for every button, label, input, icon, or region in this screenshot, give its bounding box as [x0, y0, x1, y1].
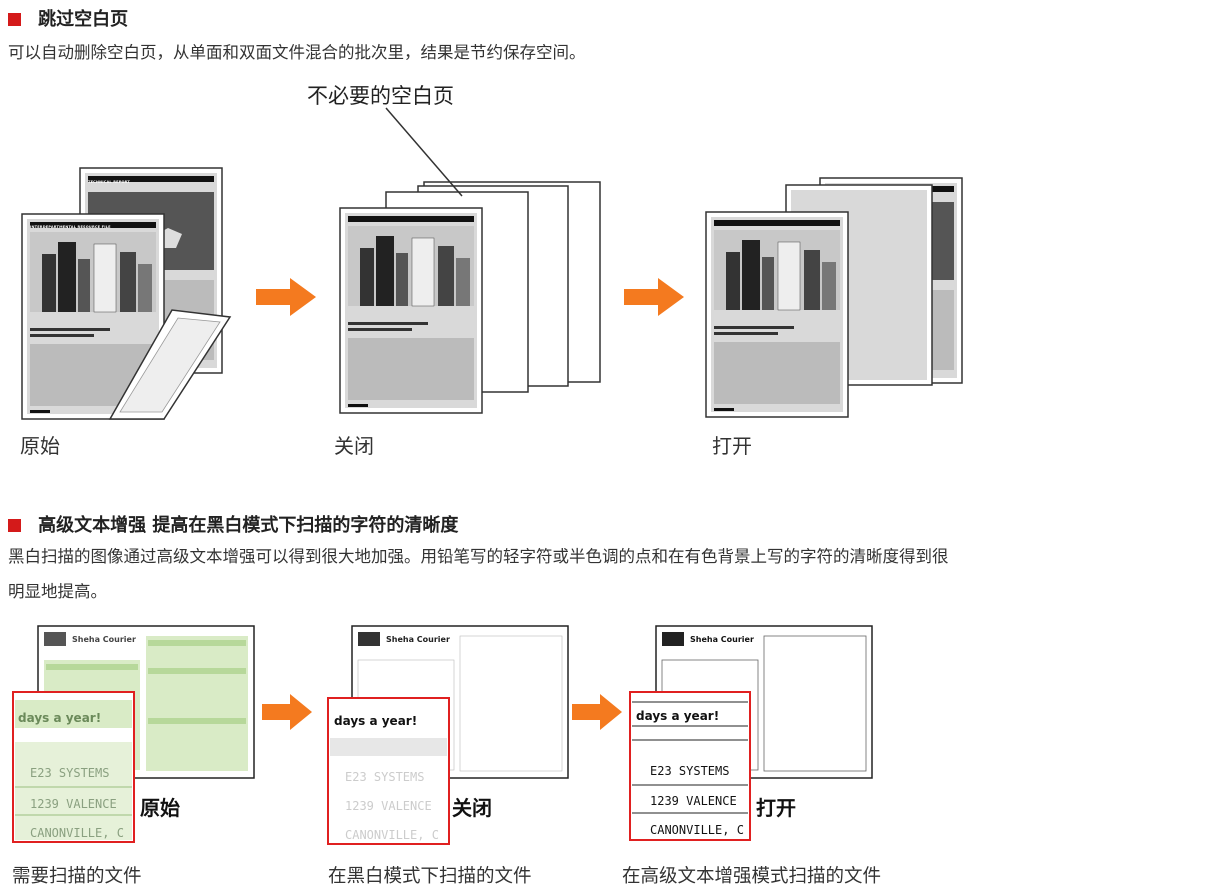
caption-enhanced-scan: 在高级文本增强模式扫描的文件: [622, 866, 882, 887]
section-description-line1: 黑白扫描的图像通过高级文本增强可以得到很大地加强。用铅笔写的轻字符或半色调的点和…: [8, 547, 949, 566]
arrow-icon: [572, 694, 622, 730]
red-square-bullet-icon: [8, 519, 21, 532]
svg-text:CANONVILLE, C: CANONVILLE, C: [650, 823, 744, 837]
svg-text:Sheha Courier: Sheha Courier: [690, 635, 754, 644]
inset-label-original: 原始: [140, 796, 180, 820]
callout-line: [385, 107, 463, 197]
form-title: Sheha Courier: [72, 635, 136, 644]
svg-text:1239 VALENCE: 1239 VALENCE: [345, 799, 432, 813]
caption-original: 原始: [20, 434, 60, 458]
svg-text:days a year!: days a year!: [636, 709, 719, 723]
svg-text:E23 SYSTEMS: E23 SYSTEMS: [30, 766, 109, 780]
caption-off: 关闭: [334, 434, 374, 458]
arrow-icon: [624, 278, 684, 316]
inset-label-off: 关闭: [452, 796, 492, 820]
zoom-inset-on: [629, 691, 751, 841]
arrow-icon: [262, 694, 312, 730]
caption-original-doc: 需要扫描的文件: [12, 866, 142, 887]
svg-text:E23 SYSTEMS: E23 SYSTEMS: [345, 770, 424, 784]
section-header-skip-blank: 跳过空白页: [8, 6, 128, 32]
red-square-bullet-icon: [8, 13, 21, 26]
svg-text:1239 VALENCE: 1239 VALENCE: [650, 794, 737, 808]
section-description-line2: 明显地提高。: [8, 582, 107, 601]
doc-header-back: TECHNICAL REPORT: [88, 180, 130, 184]
caption-on: 打开: [712, 434, 752, 458]
caption-bw-scan: 在黑白模式下扫描的文件: [328, 866, 532, 887]
svg-text:CANONVILLE, C: CANONVILLE, C: [30, 826, 124, 840]
doc-header-front: INTERDEPARTMENTAL RESOURCE FILE: [30, 225, 111, 229]
section-description: 可以自动删除空白页，从单面和双面文件混合的批次里，结果是节约保存空间。: [8, 43, 586, 62]
section-title: 高级文本增强 提高在黑白模式下扫描的字符的清晰度: [38, 515, 459, 536]
callout-label: 不必要的空白页: [307, 84, 454, 108]
svg-text:days a year!: days a year!: [18, 711, 101, 725]
arrow-icon: [256, 278, 316, 316]
svg-text:E23 SYSTEMS: E23 SYSTEMS: [650, 764, 729, 778]
inset-label-on: 打开: [756, 796, 796, 820]
section-title: 跳过空白页: [38, 9, 129, 30]
section-header-text-enhancement: 高级文本增强 提高在黑白模式下扫描的字符的清晰度: [8, 512, 458, 538]
svg-text:1239 VALENCE: 1239 VALENCE: [30, 797, 117, 811]
svg-text:Sheha Courier: Sheha Courier: [386, 635, 450, 644]
zoom-inset-off: [327, 697, 450, 845]
svg-text:days a year!: days a year!: [334, 714, 417, 728]
svg-text:CANONVILLE, C: CANONVILLE, C: [345, 828, 439, 842]
